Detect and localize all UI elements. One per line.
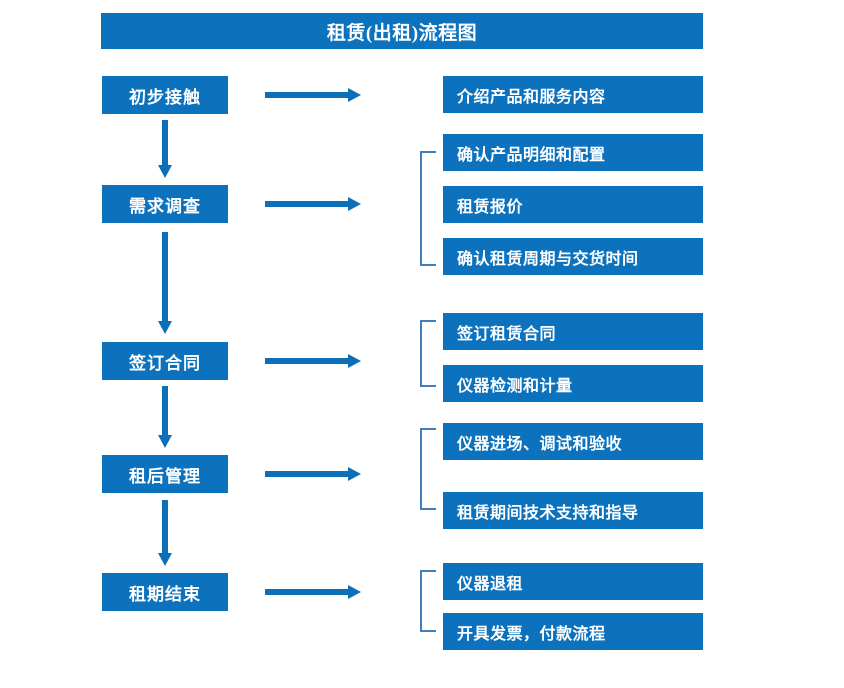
stage-box-needs-survey[interactable]: 需求调查 xyxy=(102,185,228,223)
stage-box-lease-end[interactable]: 租期结束 xyxy=(102,573,228,611)
detail-box-invoice-payment[interactable]: 开具发票，付款流程 xyxy=(443,613,703,650)
arrow-shaft xyxy=(265,201,349,207)
arrow-shaft xyxy=(265,92,349,98)
arrow-head-down-icon xyxy=(158,165,172,178)
vertical-arrow-4 xyxy=(158,500,172,566)
arrow-shaft xyxy=(162,386,168,435)
detail-box-confirm-product-spec[interactable]: 确认产品明细和配置 xyxy=(443,134,703,171)
horizontal-arrow-4 xyxy=(265,467,361,481)
detail-box-confirm-term-delivery[interactable]: 确认租赁周期与交货时间 xyxy=(443,238,703,275)
arrow-head-right-icon xyxy=(348,88,361,102)
horizontal-arrow-3 xyxy=(265,354,361,368)
group-bracket-sign-contract xyxy=(420,320,436,387)
arrow-shaft xyxy=(265,358,349,364)
horizontal-arrow-5 xyxy=(265,585,361,599)
stage-box-post-rental-management[interactable]: 租后管理 xyxy=(102,455,228,493)
arrow-shaft xyxy=(162,232,168,321)
arrow-head-down-icon xyxy=(158,321,172,334)
group-bracket-post-rental xyxy=(420,428,436,510)
arrow-head-right-icon xyxy=(348,467,361,481)
stage-box-sign-contract[interactable]: 签订合同 xyxy=(102,342,228,380)
group-bracket-lease-end xyxy=(420,570,436,632)
vertical-arrow-1 xyxy=(158,120,172,178)
detail-box-sign-rental-contract[interactable]: 签订租赁合同 xyxy=(443,313,703,350)
arrow-head-down-icon xyxy=(158,435,172,448)
arrow-head-right-icon xyxy=(348,354,361,368)
detail-box-rental-quotation[interactable]: 租赁报价 xyxy=(443,186,703,223)
stage-box-initial-contact[interactable]: 初步接触 xyxy=(102,76,228,114)
horizontal-arrow-1 xyxy=(265,88,361,102)
arrow-shaft xyxy=(162,500,168,553)
vertical-arrow-3 xyxy=(158,386,172,448)
horizontal-arrow-2 xyxy=(265,197,361,211)
arrow-shaft xyxy=(162,120,168,165)
arrow-shaft xyxy=(265,589,349,595)
chart-title: 租赁(出租)流程图 xyxy=(101,13,703,49)
detail-box-introduce-products[interactable]: 介绍产品和服务内容 xyxy=(443,76,703,113)
arrow-head-down-icon xyxy=(158,553,172,566)
arrow-head-right-icon xyxy=(348,197,361,211)
vertical-arrow-2 xyxy=(158,232,172,334)
detail-box-instrument-inspection[interactable]: 仪器检测和计量 xyxy=(443,365,703,402)
detail-box-technical-support[interactable]: 租赁期间技术支持和指导 xyxy=(443,492,703,529)
group-bracket-needs-survey xyxy=(420,151,436,266)
arrow-head-right-icon xyxy=(348,585,361,599)
detail-box-instrument-install[interactable]: 仪器进场、调试和验收 xyxy=(443,423,703,460)
arrow-shaft xyxy=(265,471,349,477)
detail-box-instrument-return[interactable]: 仪器退租 xyxy=(443,563,703,600)
